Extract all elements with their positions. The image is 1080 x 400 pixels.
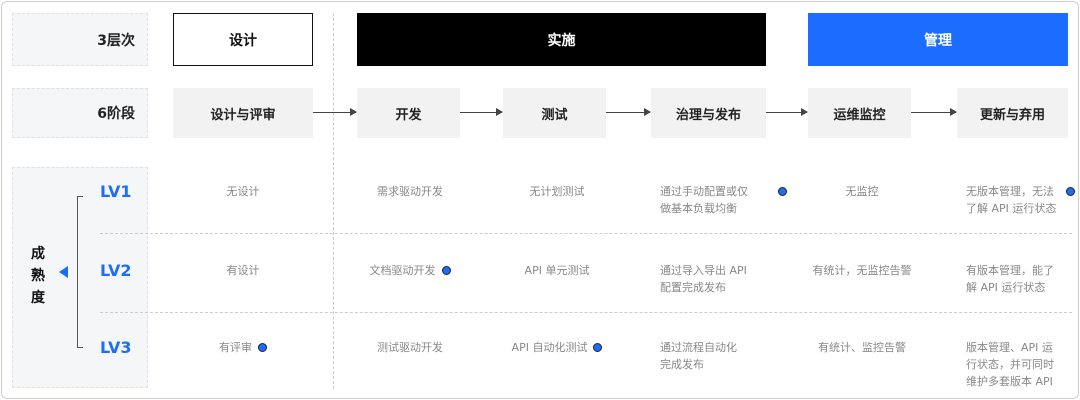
cell-text: 有评审 [219, 341, 252, 354]
cell-text: 有统计、监控告警 [818, 341, 906, 354]
cell-text: 有统计，无监控告警 [812, 264, 912, 277]
marker-dot-icon [258, 343, 267, 352]
cell-text: 无计划测试 [529, 185, 585, 198]
layer-implementation: 实施 [357, 13, 766, 66]
cell-text: 测试驱动开发 [377, 341, 443, 354]
divider [333, 13, 334, 389]
stage-operations: 运维监控 [808, 88, 911, 138]
maturity-cell: 通过导入导出 API 配置完成发布 [660, 262, 770, 296]
maturity-cell: 无监控 [782, 183, 942, 200]
level-label: LV1 [100, 182, 132, 201]
stage-test: 测试 [503, 88, 606, 138]
cell-text: 无监控 [845, 185, 879, 198]
cell-text: API 单元测试 [524, 264, 590, 277]
marker-dot-icon [1066, 187, 1075, 196]
layer-design: 设计 [173, 13, 313, 66]
cell-text: API 自动化测试 [511, 341, 588, 354]
maturity-cell: 无版本管理，无法 了解 API 运行状态 [966, 183, 1076, 217]
cell-text: 无版本管理，无法 了解 API 运行状态 [966, 185, 1057, 215]
level-label: LV2 [100, 261, 132, 280]
arrow-icon [911, 108, 957, 116]
arrow-icon [766, 108, 808, 116]
maturity-cell: API 单元测试 [477, 262, 637, 279]
maturity-cell: 通过手动配置或仅 做基本负载均衡 [660, 183, 787, 217]
row-divider [100, 312, 1072, 313]
cell-text: 有设计 [226, 264, 260, 277]
maturity-cell: 有统计，无监控告警 [782, 262, 942, 279]
maturity-label: 成熟度 [31, 246, 45, 306]
maturity-cell: 有版本管理，能了 解 API 运行状态 [966, 262, 1076, 296]
cell-text: 版本管理、API 运 行状态，并可同时 维护多套版本 API [966, 341, 1054, 388]
row-divider [100, 233, 1072, 234]
stages-label: 6阶段 [97, 106, 135, 122]
stages-label-box: 6阶段 [12, 88, 148, 138]
layers-label: 3层次 [97, 32, 135, 49]
stage-design-review: 设计与评审 [173, 88, 313, 138]
maturity-cell: 文档驱动开发 [330, 262, 490, 279]
cell-text: 通过流程自动化 完成发布 [660, 341, 737, 371]
layer-management: 管理 [808, 13, 1068, 66]
maturity-cell: 有评审 [163, 339, 323, 356]
stage-govern-release: 治理与发布 [651, 88, 766, 138]
maturity-cell: 通过流程自动化 完成发布 [660, 339, 770, 373]
stage-update-retire: 更新与弃用 [957, 88, 1068, 138]
triangle-left-icon [59, 266, 68, 278]
cell-text: 通过手动配置或仅 做基本负载均衡 [660, 185, 748, 215]
maturity-cell: 测试驱动开发 [330, 339, 490, 356]
layers-label-box: 3层次 [12, 13, 148, 66]
maturity-cell: 版本管理、API 运 行状态，并可同时 维护多套版本 API [966, 339, 1076, 390]
stage-develop: 开发 [357, 88, 460, 138]
maturity-cell: 无设计 [163, 183, 323, 200]
maturity-cell: 有设计 [163, 262, 323, 279]
marker-dot-icon [441, 266, 451, 275]
bracket [77, 196, 83, 348]
arrow-icon [606, 108, 651, 116]
arrow-icon [460, 108, 503, 116]
cell-text: 有版本管理，能了 解 API 运行状态 [966, 264, 1054, 294]
maturity-cell: 无计划测试 [477, 183, 637, 200]
cell-text: 无设计 [226, 185, 260, 198]
marker-dot-icon [778, 187, 787, 196]
maturity-cell: 有统计、监控告警 [782, 339, 942, 356]
cell-text: 需求驱动开发 [377, 185, 443, 198]
maturity-cell: API 自动化测试 [477, 339, 637, 356]
cell-text: 通过导入导出 API 配置完成发布 [660, 264, 747, 294]
level-label: LV3 [100, 338, 132, 357]
maturity-cell: 需求驱动开发 [330, 183, 490, 200]
marker-dot-icon [593, 343, 603, 352]
maturity-box [12, 167, 148, 388]
arrow-icon [313, 108, 357, 116]
cell-text: 文档驱动开发 [369, 264, 436, 277]
